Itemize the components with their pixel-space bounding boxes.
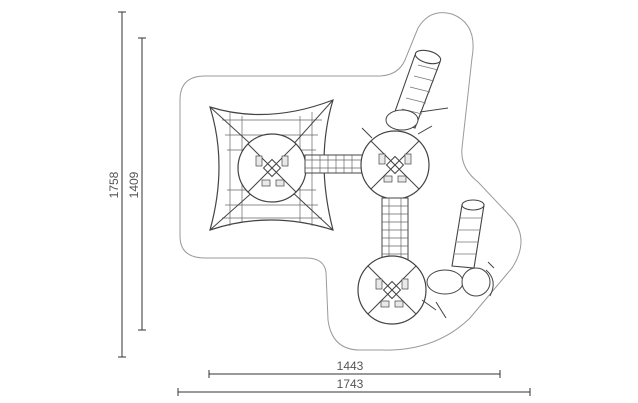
net-climbing-frame	[209, 99, 334, 231]
dimension-vertical-inner: 1409	[127, 37, 146, 331]
bridge-vertical	[381, 197, 409, 261]
dimension-label-vertical-outer: 1758	[107, 171, 121, 198]
dimension-vertical-outer: 1758	[107, 11, 126, 358]
dimension-label-horizontal-outer: 1743	[337, 377, 364, 391]
safety-zone-outline	[179, 12, 522, 351]
tube-slide-bottom	[426, 199, 495, 297]
dimension-label-horizontal-inner: 1443	[337, 359, 364, 373]
dimension-horizontal-outer: 1743	[177, 377, 531, 396]
tube-slide-top	[385, 49, 449, 131]
bridge-horizontal	[304, 154, 364, 174]
tower-roof-left	[237, 133, 307, 203]
dimension-horizontal-inner: 1443	[208, 359, 501, 378]
dimension-label-vertical-inner: 1409	[127, 171, 141, 198]
tower-roof-top	[360, 125, 433, 200]
tower-roof-bottom	[357, 255, 447, 325]
